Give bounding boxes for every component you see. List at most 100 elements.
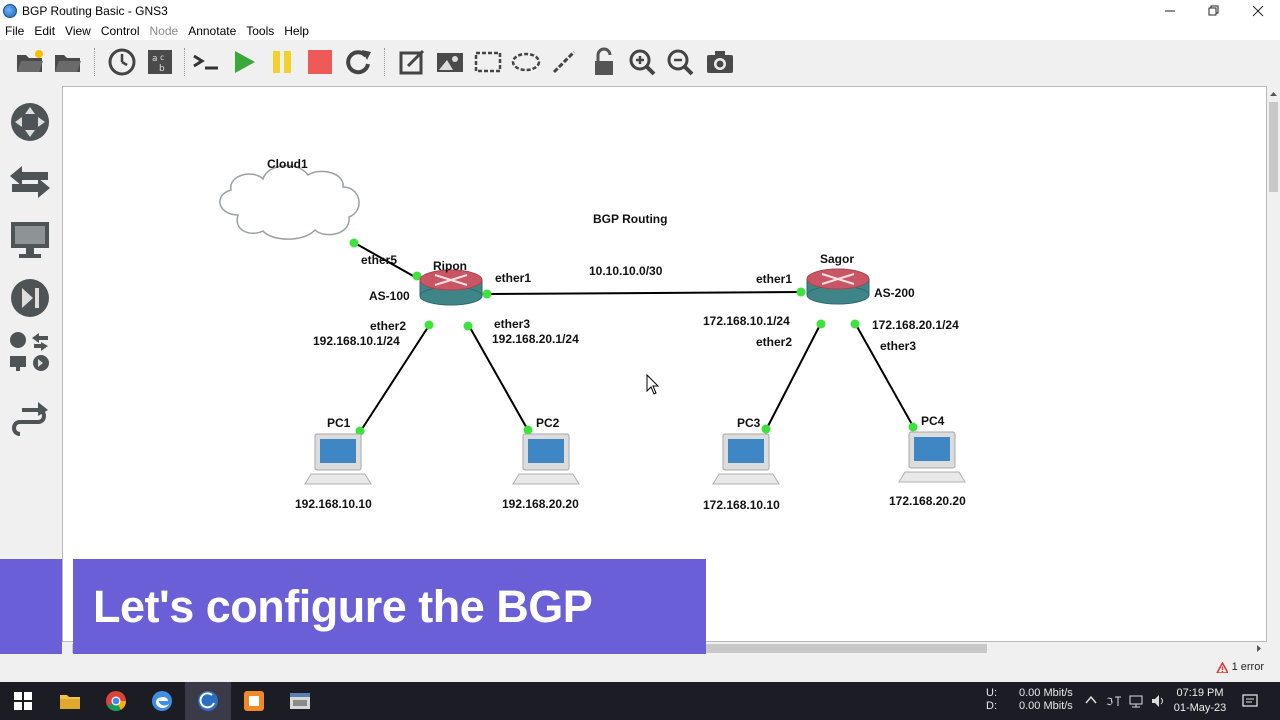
zoom-in-icon[interactable]	[626, 46, 658, 78]
insert-image-icon[interactable]	[434, 46, 466, 78]
link-sagor-pc4	[854, 322, 915, 429]
screenshot-icon[interactable]	[704, 46, 736, 78]
lock-icon[interactable]	[588, 46, 620, 78]
ripon-ether3-ip-label: 192.168.20.1/24	[492, 332, 579, 346]
volume-icon[interactable]	[1150, 693, 1166, 709]
snapshot-clock-icon[interactable]	[106, 46, 138, 78]
ripon-ether1-label: ether1	[495, 271, 531, 285]
chevron-up-icon[interactable]	[1083, 693, 1099, 709]
router-ripon[interactable]	[419, 269, 483, 306]
net-down-value: 0.00 Mbit/s	[1019, 700, 1073, 712]
window-title: BGP Routing Basic - GNS3	[22, 4, 168, 18]
edge-icon[interactable]	[139, 682, 185, 720]
menu-tools[interactable]: Tools	[246, 24, 275, 38]
net-up-label: U:	[986, 687, 997, 699]
notifications-icon[interactable]	[1242, 693, 1258, 709]
clock-time: 07:19 PM	[1176, 687, 1224, 699]
windows-start-icon[interactable]	[0, 682, 46, 720]
mouse-cursor-icon	[646, 373, 660, 395]
error-count: 1 error	[1231, 661, 1264, 673]
draw-rectangle-icon[interactable]	[472, 46, 504, 78]
pc4-node[interactable]	[898, 431, 966, 483]
app-orange-icon[interactable]	[231, 682, 277, 720]
all-devices-icon[interactable]	[8, 330, 52, 374]
reload-icon[interactable]	[342, 46, 374, 78]
start-icon[interactable]	[228, 46, 260, 78]
menu-node[interactable]: Node	[149, 24, 179, 38]
link-sagor-pc3	[765, 322, 822, 431]
menu-help[interactable]: Help	[284, 24, 309, 38]
menu-view[interactable]: View	[65, 24, 91, 38]
pc1-label: PC1	[327, 416, 351, 430]
svg-text:ℑ: ℑ	[1106, 697, 1113, 708]
cloud-label: Cloud1	[267, 157, 308, 171]
link-ripon-sagor	[488, 291, 804, 295]
ripon-ether2-label: ether2	[370, 319, 406, 333]
net-up-value: 0.00 Mbit/s	[1019, 687, 1073, 699]
sagor-ether3-label: ether3	[880, 339, 916, 353]
security-devices-icon[interactable]	[8, 276, 52, 320]
pc3-label: PC3	[737, 416, 761, 430]
pc2-node[interactable]	[512, 433, 580, 485]
link-ripon-pc1	[359, 323, 431, 433]
draw-ellipse-icon[interactable]	[510, 46, 542, 78]
vertical-scrollbar[interactable]	[1267, 86, 1280, 642]
menu-annotate[interactable]: Annotate	[188, 24, 237, 38]
sagor-as-label: AS-200	[874, 286, 915, 300]
topology-title: BGP Routing	[593, 212, 667, 226]
close-button[interactable]	[1236, 0, 1280, 22]
ripon-as-label: AS-100	[369, 289, 410, 303]
pc3-ip-label: 172.168.10.10	[703, 498, 780, 512]
open-folder-icon[interactable]	[52, 46, 84, 78]
stop-icon[interactable]	[304, 46, 336, 78]
add-note-icon[interactable]	[396, 46, 428, 78]
cloud-node[interactable]	[219, 164, 360, 240]
cloud-iface-label: ether5	[361, 253, 397, 267]
draw-line-icon[interactable]	[548, 46, 580, 78]
routers-icon[interactable]	[8, 100, 52, 144]
minimize-button[interactable]	[1148, 0, 1192, 22]
status-bar: 1 error	[0, 655, 1280, 682]
open-project-icon[interactable]	[14, 46, 46, 78]
pc2-ip-label: 192.168.20.20	[502, 497, 579, 511]
add-link-icon[interactable]	[8, 394, 52, 438]
chrome-icon[interactable]	[93, 682, 139, 720]
end-devices-icon[interactable]	[8, 218, 52, 262]
system-clock[interactable]: 07:19 PM 01-May-23	[1170, 686, 1230, 716]
title-bar: BGP Routing Basic - GNS3	[0, 0, 1280, 22]
error-indicator[interactable]: 1 error	[1215, 661, 1264, 673]
link-status-dots	[349, 238, 918, 436]
file-explorer-icon[interactable]	[47, 682, 93, 720]
sagor-ether2-label: ether2	[756, 335, 792, 349]
pause-icon[interactable]	[266, 46, 298, 78]
sagor-ether1-label: ether1	[756, 272, 792, 286]
pc1-node[interactable]	[304, 433, 372, 485]
device-dock	[0, 86, 60, 642]
pc3-node[interactable]	[712, 433, 780, 485]
router-sagor[interactable]	[806, 268, 870, 305]
app-window-icon[interactable]	[277, 682, 323, 720]
switches-icon[interactable]	[8, 160, 52, 204]
sagor-label: Sagor	[820, 252, 854, 266]
taskbar: U:0.00 Mbit/s D:0.00 Mbit/s ℑ 07:19 PM 0…	[0, 682, 1280, 720]
pc1-ip-label: 192.168.10.10	[295, 497, 372, 511]
svg-text:c: c	[160, 53, 164, 62]
zoom-out-icon[interactable]	[664, 46, 696, 78]
sagor-ether2-ip-label: 172.168.10.1/24	[703, 314, 790, 328]
warning-icon	[1215, 661, 1228, 673]
menu-edit[interactable]: Edit	[34, 24, 56, 38]
menu-control[interactable]: Control	[100, 24, 140, 38]
overlay-banner-accent	[0, 559, 62, 654]
overlay-banner: Let's configure the BGP	[73, 559, 706, 654]
gns3-taskbar-icon[interactable]	[185, 682, 231, 720]
input-method-icon[interactable]: ℑ	[1106, 693, 1122, 709]
restore-button[interactable]	[1192, 0, 1236, 22]
console-icon[interactable]	[190, 46, 222, 78]
network-icon[interactable]	[1128, 693, 1144, 709]
sagor-ether3-ip-label: 172.168.20.1/24	[872, 318, 959, 332]
topology-canvas[interactable]: BGP Routing Cloud1 ether5 Ripon AS-100 e…	[62, 86, 1267, 642]
menu-file[interactable]: File	[5, 24, 25, 38]
